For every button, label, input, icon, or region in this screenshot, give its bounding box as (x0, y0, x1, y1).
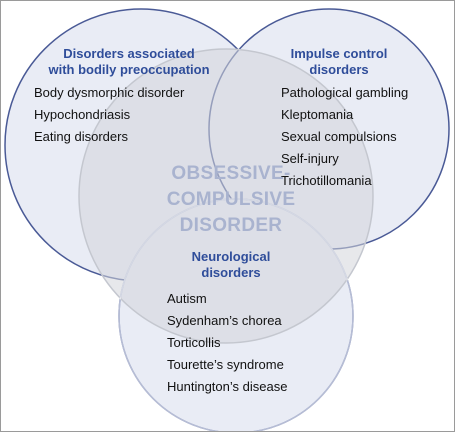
list-item: Body dysmorphic disorder (34, 85, 185, 100)
list-item: Autism (167, 291, 207, 306)
list-item: Sexual compulsions (281, 129, 397, 144)
list-item: Torticollis (167, 335, 221, 350)
circle-ocd-center (78, 48, 374, 344)
list-item: Pathological gambling (281, 85, 409, 100)
center-label-ocd: OBSESSIVE- COMPULSIVE DISORDER (126, 161, 336, 239)
circle-neurological-overlay (118, 198, 354, 431)
list-item: Self-injury (281, 151, 339, 166)
heading-line: with bodily preoccupation (48, 62, 210, 77)
list-item: Hypochondriasis (34, 107, 131, 122)
list-item: Eating disorders (34, 129, 128, 144)
center-line: DISORDER (179, 215, 283, 236)
center-line: COMPULSIVE (166, 189, 296, 210)
heading-line: Impulse control (290, 46, 388, 61)
heading-line: Disorders associated (63, 46, 195, 61)
list-bodily-preoccupation: Body dysmorphic disorder Hypochondriasis… (34, 82, 184, 148)
list-item: Sydenham’s chorea (167, 313, 282, 328)
list-item: Kleptomania (281, 107, 354, 122)
list-item: Huntington’s disease (167, 379, 288, 394)
list-item: Tourette’s syndrome (167, 357, 284, 372)
center-line: OBSESSIVE- (171, 163, 291, 184)
heading-line: disorders (201, 265, 261, 280)
heading-line: disorders (309, 62, 369, 77)
heading-bodily-preoccupation: Disorders associated with bodily preoccu… (29, 46, 229, 78)
list-impulse-control: Pathological gambling Kleptomania Sexual… (281, 82, 408, 192)
heading-neurological: Neurological disorders (161, 249, 301, 281)
heading-impulse-control: Impulse control disorders (269, 46, 409, 78)
list-item: Trichotillomania (281, 173, 372, 188)
heading-line: Neurological (191, 249, 271, 264)
list-neurological: Autism Sydenham’s chorea Torticollis Tou… (167, 288, 287, 398)
